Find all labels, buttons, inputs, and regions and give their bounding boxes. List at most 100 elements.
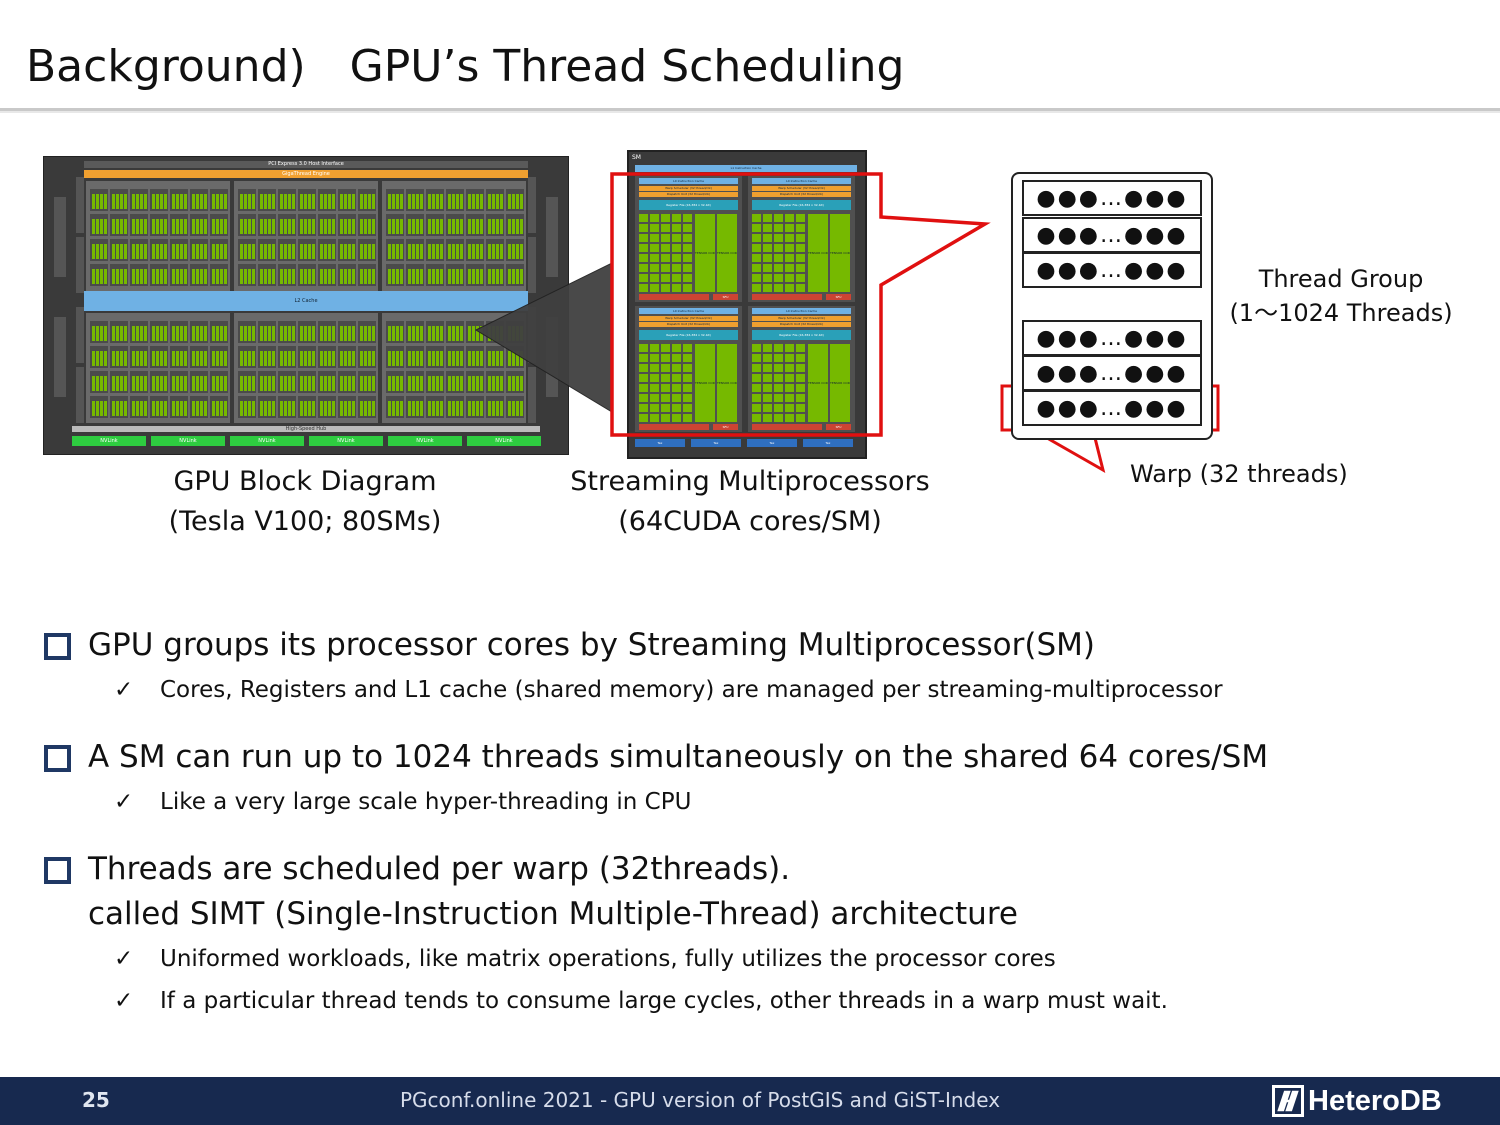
cuda-core-strip [260,401,263,416]
cuda-core-strip [224,376,227,391]
core-cell [661,214,670,222]
cuda-core-strip [352,194,355,209]
cuda-core-strip [512,351,515,366]
tensor-core: TENSOR CORE [695,214,715,292]
cuda-core-strip [320,401,323,416]
cuda-core-strip [200,269,203,284]
memory-controller [76,367,84,423]
core-cell [774,414,783,422]
sm-cell [258,396,276,418]
cuda-core-strip [164,194,167,209]
cuda-core-strip [456,269,459,284]
cuda-core-strip [172,351,175,366]
cuda-core-strip [156,194,159,209]
sm-cell [466,214,484,236]
cuda-core-strip [396,376,399,391]
sm-cell [150,264,168,286]
cuda-core-strip [332,376,335,391]
cuda-core-strip [224,401,227,416]
cuda-core-strip [240,326,243,341]
sm-cell [486,214,504,236]
cuda-core-strip [200,194,203,209]
cuda-core-strip [300,326,303,341]
cuda-core-strip [196,351,199,366]
core-cell [639,224,648,232]
cuda-core-strip [140,351,143,366]
cuda-core-strip [300,219,303,234]
sm-cell [486,189,504,211]
cuda-core-strip [92,194,95,209]
cuda-core-strip [120,244,123,259]
cuda-core-strip [340,269,343,284]
cuda-core-strip [440,194,443,209]
cuda-core-strip [344,269,347,284]
cuda-core-strip [416,351,419,366]
cuda-core-strip [360,401,363,416]
cuda-core-strip [400,219,403,234]
cuda-core-strip [132,401,135,416]
bullet-box-icon [44,633,71,660]
core-cell [639,384,648,392]
cuda-core-strip [116,351,119,366]
cuda-core-strip [152,194,155,209]
cuda-core-strip [396,269,399,284]
cuda-core-strip [192,219,195,234]
cuda-core-strip [348,351,351,366]
hbm2 [54,197,66,277]
cuda-core-strip [112,401,115,416]
cuda-core-strip [140,326,143,341]
cuda-core-strip [280,401,283,416]
cuda-core-strip [420,219,423,234]
cuda-core-strip [348,269,351,284]
cuda-core-strip [432,244,435,259]
cuda-core-strip [300,351,303,366]
cuda-core-strip [360,219,363,234]
cuda-core-strip [352,326,355,341]
sm-cell [486,346,504,368]
sm-cell [446,371,464,393]
core-cell [774,354,783,362]
sm-cell [466,189,484,211]
cuda-core-strip [184,244,187,259]
cuda-core-strip [136,269,139,284]
cuda-core-strip [408,219,411,234]
cuda-core-strip [244,326,247,341]
cuda-core-strip [428,269,431,284]
cuda-core-strip [180,376,183,391]
cuda-core-strip [448,401,451,416]
cuda-core-strip [308,351,311,366]
cuda-core-strip [284,219,287,234]
tex-unit: Tex [747,439,797,447]
cuda-core-strip [184,219,187,234]
cuda-core-strip [436,376,439,391]
cuda-core-strip [324,194,327,209]
core-cell [796,364,805,372]
cuda-core-strip [416,376,419,391]
cuda-core-strip [268,351,271,366]
sm-cell [466,346,484,368]
cuda-core-strip [460,194,463,209]
core-cell [785,234,794,242]
sm-cell [170,371,188,393]
core-cell [661,284,670,292]
cuda-core-strip [136,194,139,209]
thread-row-text: ●●●…●●● [1036,185,1188,211]
cuda-core-strip [200,401,203,416]
cuda-core-strip [312,219,315,234]
core-cell [639,234,648,242]
core-cell [639,364,648,372]
cuda-core-strip [432,376,435,391]
cuda-core-strip [340,376,343,391]
sm-cell [170,264,188,286]
cuda-core-strip [212,244,215,259]
cuda-core-strip [492,376,495,391]
cuda-core-strip [440,219,443,234]
sm-cell [358,371,376,393]
core-cell [683,414,692,422]
cuda-core-strip [476,219,479,234]
sm-cell [150,396,168,418]
cuda-core-strip [412,401,415,416]
cuda-core-strip [372,401,375,416]
core-cell [683,274,692,282]
cuda-core-strip [344,376,347,391]
